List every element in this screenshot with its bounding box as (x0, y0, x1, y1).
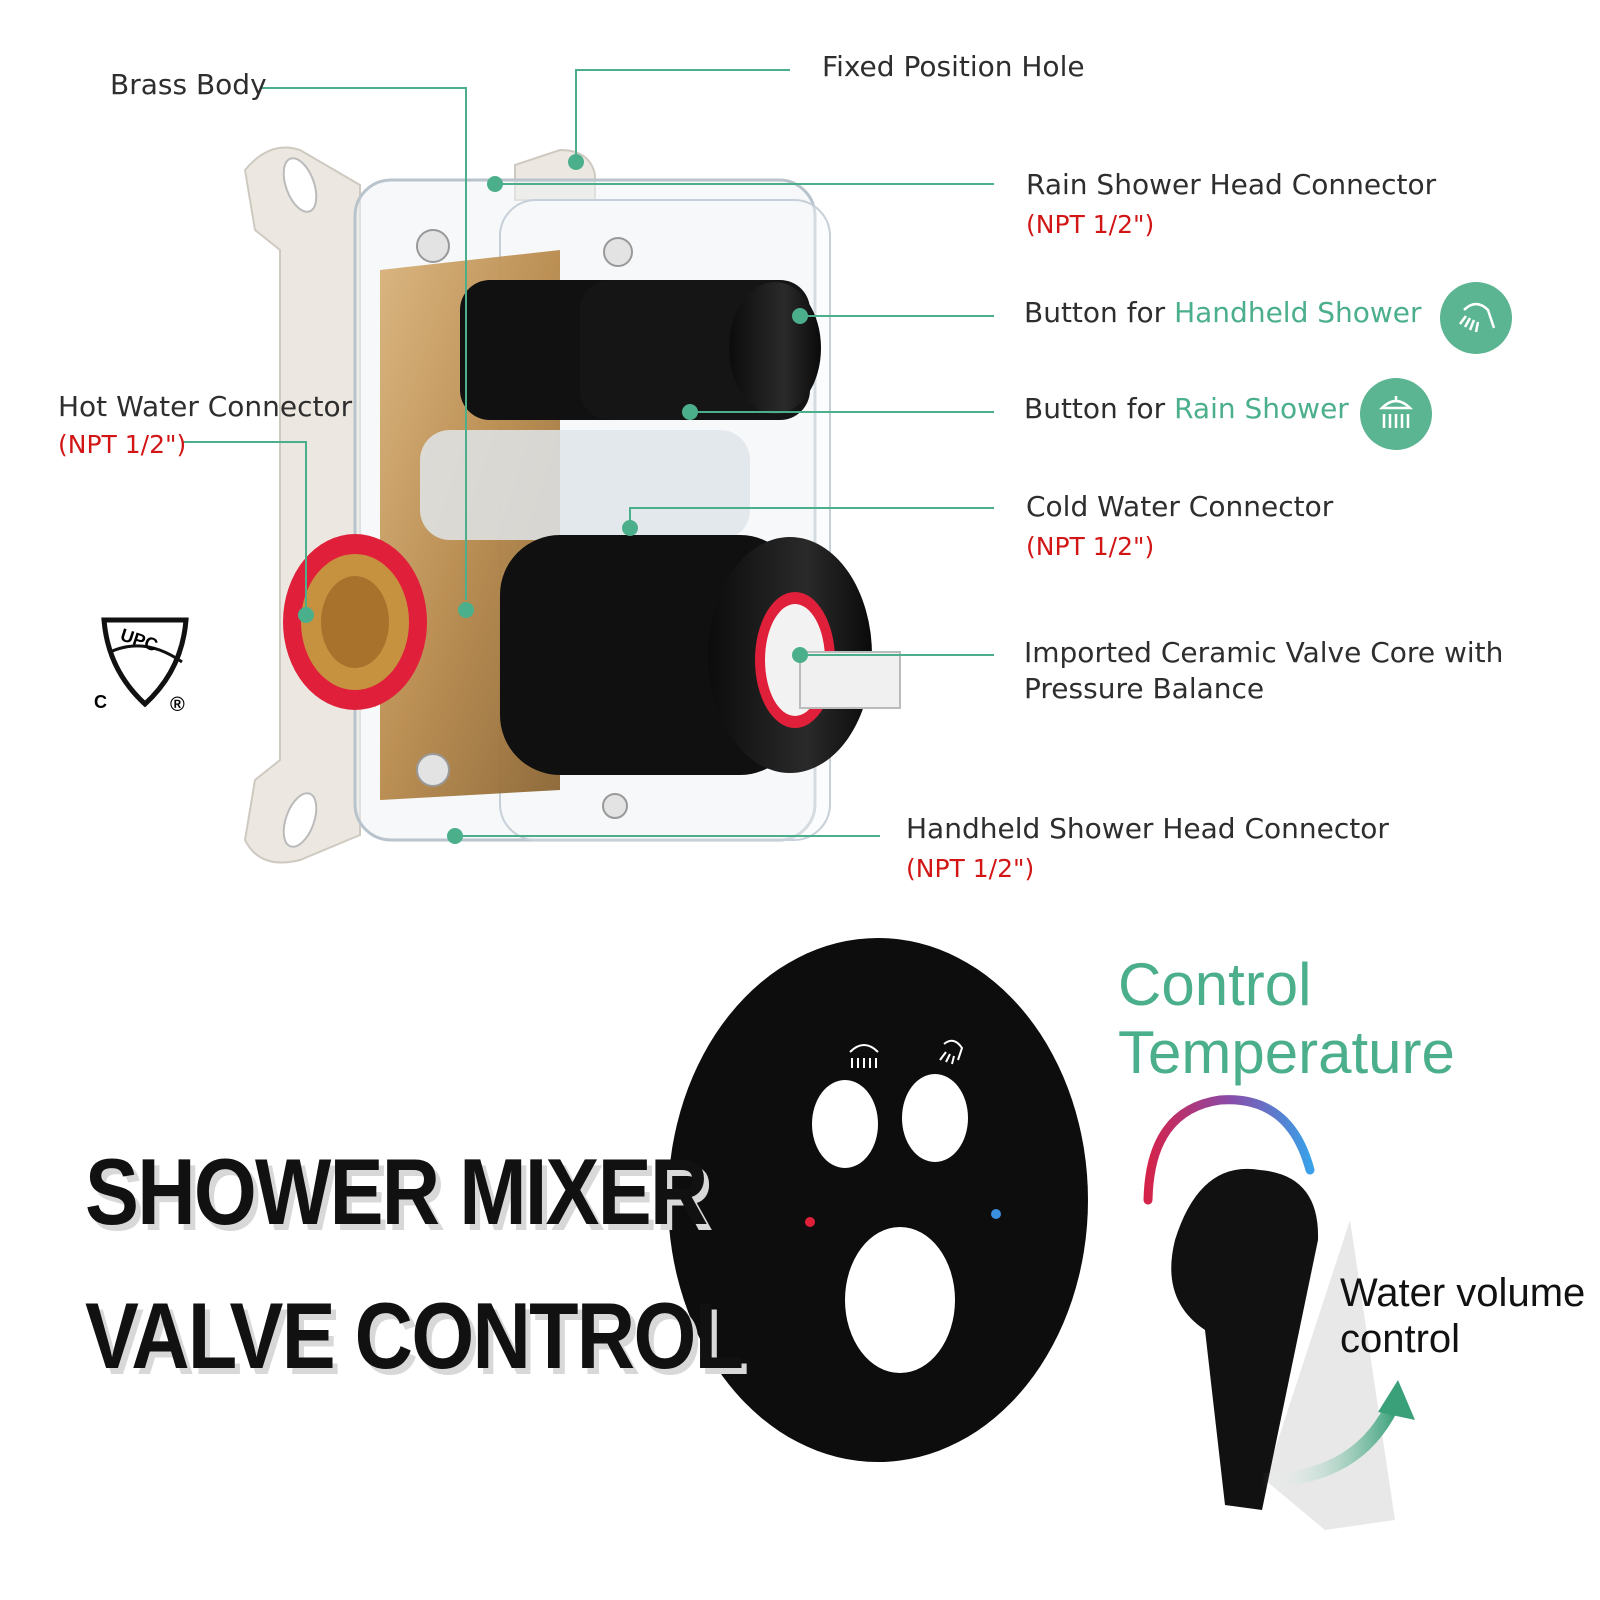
screws (416, 229, 633, 819)
push-buttons (460, 280, 821, 420)
c-mark: C (94, 692, 107, 712)
volume-arrow (1255, 1380, 1415, 1487)
water-volume-line1: Water volume (1340, 1271, 1586, 1315)
handheld-connector-label: Handheld Shower Head Connector (906, 812, 1389, 845)
handheld-button-highlight: Handheld Shower (1174, 296, 1422, 329)
valve-cartridge (500, 535, 901, 775)
cupc-certification-logo: UPC C ® (90, 612, 200, 722)
hot-connector-spec: (NPT 1/2") (58, 430, 187, 459)
fixed-position-hole-label: Fixed Position Hole (822, 50, 1085, 83)
handheld-shower-icon (1440, 282, 1512, 354)
control-temperature-line2: Temperature (1118, 1019, 1455, 1086)
handheld-connector-spec: (NPT 1/2") (906, 854, 1035, 883)
rain-button-highlight: Rain Shower (1174, 392, 1349, 425)
headline-line1: SHOWER MIXER (85, 1139, 708, 1244)
hot-water-inlet (283, 534, 427, 710)
rain-connector-spec: (NPT 1/2") (1026, 210, 1155, 239)
temperature-arc (1143, 1095, 1315, 1205)
water-volume-line2: control (1340, 1317, 1461, 1361)
rain-button-label: Button for Rain Shower (1024, 392, 1349, 426)
headline-line2: VALVE CONTROL (85, 1283, 744, 1388)
hot-connector-label: Hot Water Connector (58, 390, 353, 423)
leader-dots (298, 154, 808, 844)
cold-connector-label: Cold Water Connector (1026, 490, 1334, 523)
registered-mark: ® (170, 694, 185, 716)
control-temperature-line1: Control (1118, 951, 1312, 1018)
valve-core-label-line2: Pressure Balance (1024, 672, 1265, 705)
brass-body-label: Brass Body (110, 68, 267, 101)
rain-button-prefix: Button for (1024, 392, 1175, 425)
rain-shower-icon (1360, 378, 1432, 450)
rain-connector-label: Rain Shower Head Connector (1026, 168, 1437, 201)
valve-core-label-line1: Imported Ceramic Valve Core with (1024, 636, 1504, 669)
cold-connector-spec: (NPT 1/2") (1026, 532, 1155, 561)
handheld-button-prefix: Button for (1024, 296, 1175, 329)
trim-plate (668, 938, 1088, 1462)
handheld-button-label: Button for Handheld Shower (1024, 296, 1422, 330)
